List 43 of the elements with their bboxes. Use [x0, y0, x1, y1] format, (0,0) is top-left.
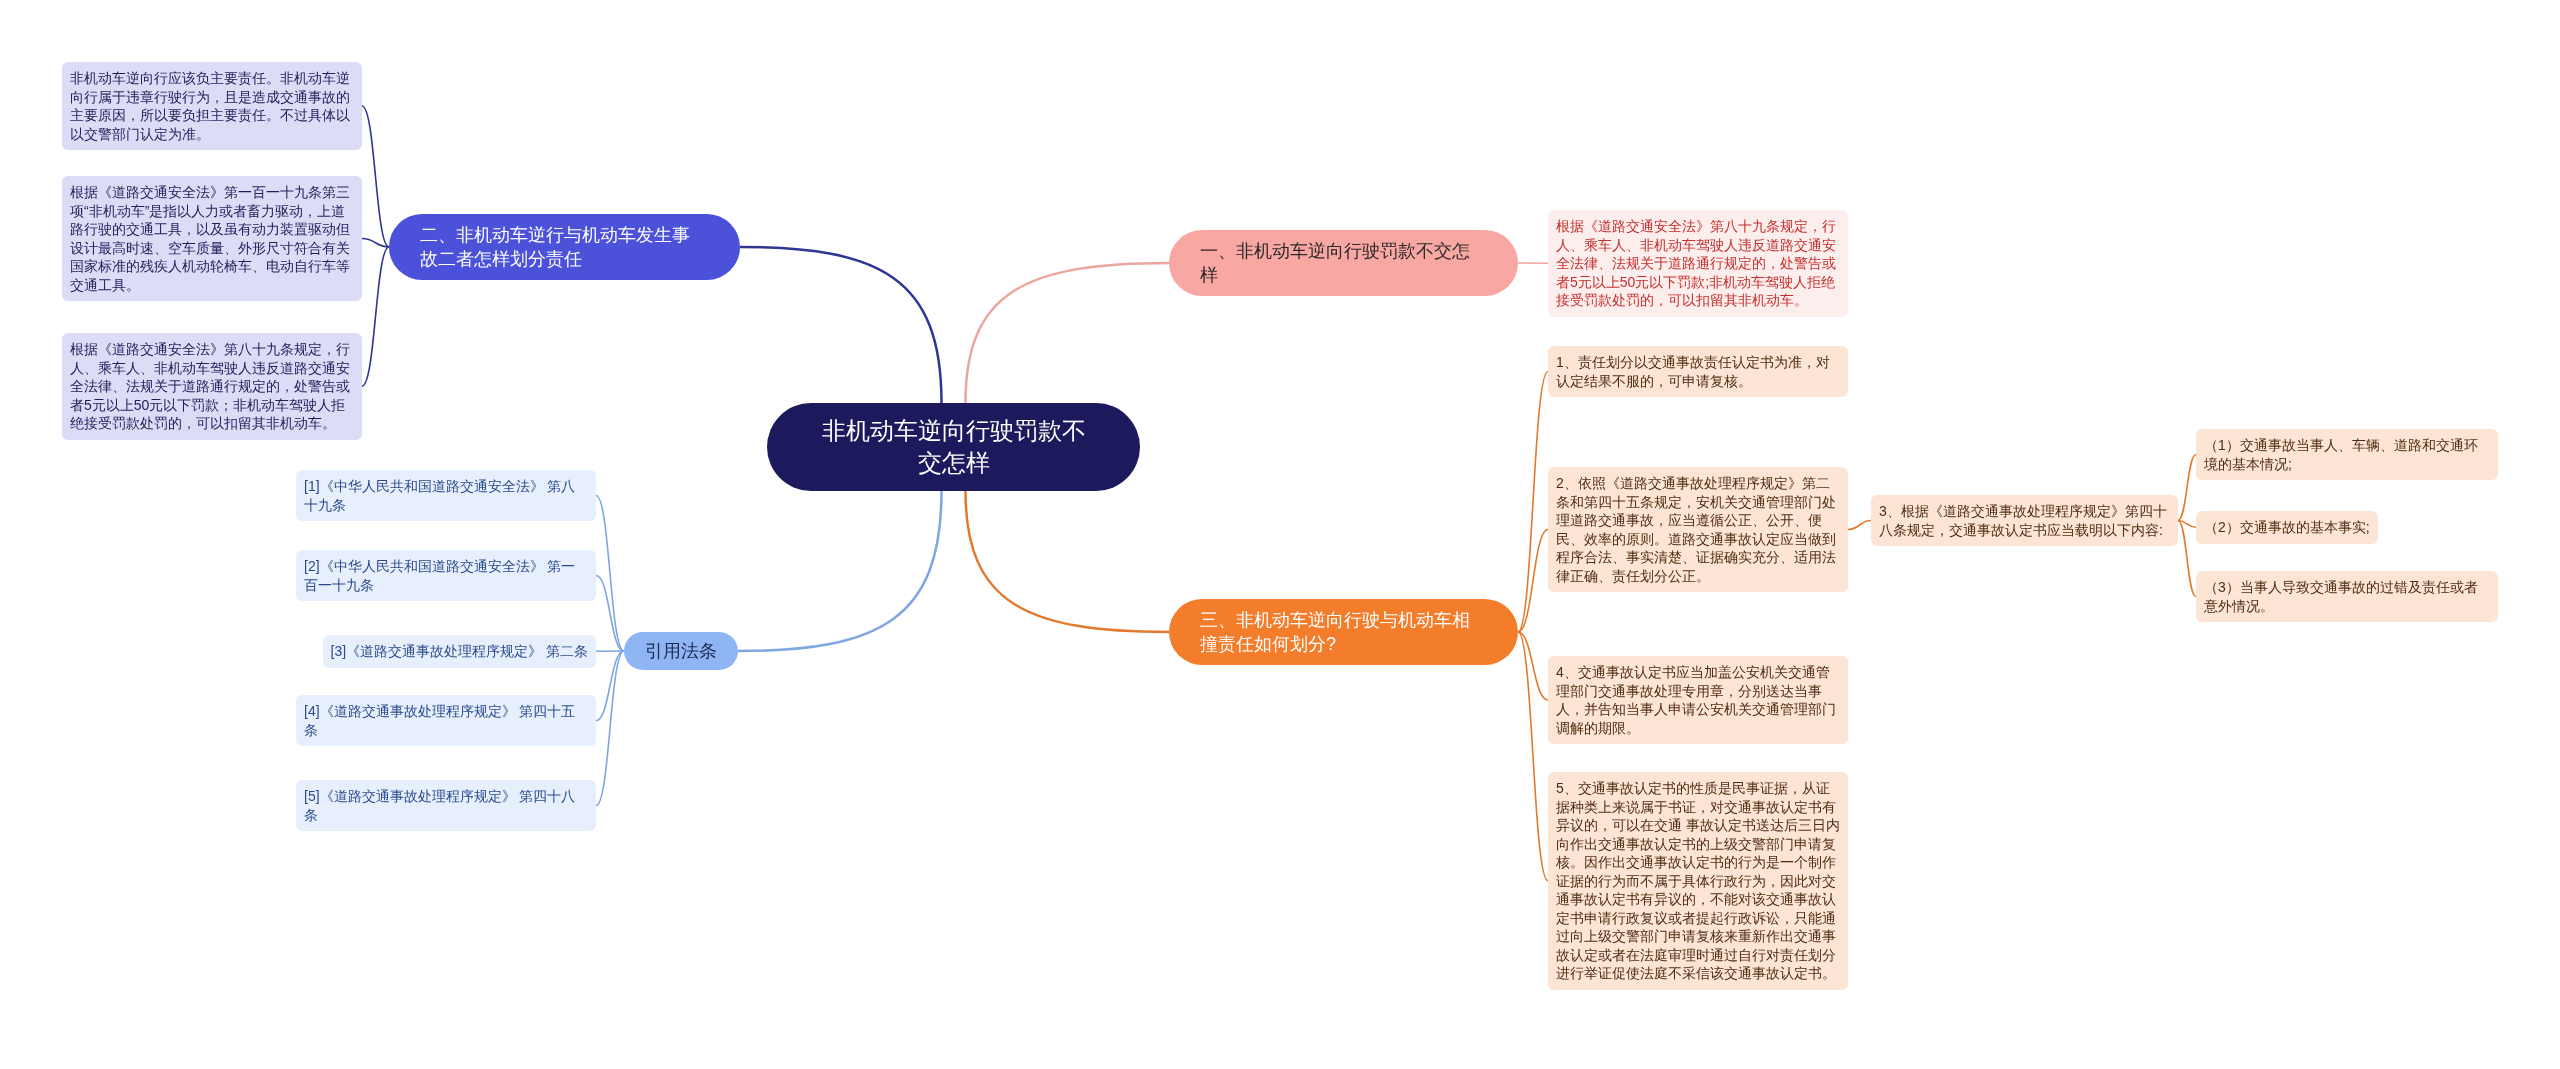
connector-line: [1517, 528, 1549, 633]
note-card: 4、交通事故认定书应当加盖公安机关交通管理部门交通事故处理专用章，分别送达当事人，并告知当事人申请公安机关交通管理部门调解的期限。: [1548, 656, 1848, 744]
note-card: （3）当事人导致交通事故的过错及责任或者意外情况。: [2196, 571, 2498, 622]
connector-line: [361, 237, 390, 248]
citation-card: [2]《中华人民共和国道路交通安全法》 第一百一十九条: [296, 550, 596, 601]
central-topic-pill: 非机动车逆向行驶罚款不交怎样: [767, 403, 1140, 491]
connector-line: [595, 494, 625, 652]
note-card: 5、交通事故认定书的性质是民事证据，从证据种类上来说属于书证，对交通事故认定书有异议的，可以在交通 事故认定书送达后三日内向作出交通事故认定书的上级交警部门申请复核。因作出交通事故认定书的行为是一个制作证据的行为而不属于具体行政行为，因此对交通事故认定书有异议的，不能对该交通事故认定书申请行政复议或者提起行政诉讼，只能通过向上级交警部门申请复核来重新作出交通事故认定或者在法庭审理时通过自行对责任划分进行举证促使法庭不采信该交通事故认定书。: [1548, 772, 1848, 990]
connector-line: [361, 105, 390, 248]
connector-line: [2177, 453, 2197, 522]
note-card: 根据《道路交通安全法》第八十九条规定，行人、乘车人、非机动车驾驶人违反道路交通安全法律、法规关于道路通行规定的，处警告或者5元以上50元以下罚款;非机动车驾驶人拒绝接受罚款处罚的，可以扣留其非机动车。: [1548, 210, 1848, 317]
citation-card: [4]《道路交通事故处理程序规定》 第四十五条: [296, 695, 596, 746]
connector-line: [1517, 631, 1549, 701]
branch-topic-pill: 二、非机动车逆行与机动车发生事故二者怎样划分责任: [389, 214, 740, 280]
note-card: 2、依照《道路交通事故处理程序规定》第二条和第四十五条规定，安机关交通管理部门处理道路交通事故，应当遵循公正、公开、便民、效率的原则。道路交通事故认定应当做到程序合法、事实清楚、证据确实充分、适用法律正确、责任划分公正。: [1548, 467, 1848, 592]
branch-topic-pill: 一、非机动车逆向行驶罚款不交怎样: [1169, 230, 1518, 296]
connector-line: [739, 245, 943, 404]
citation-card: [3]《道路交通事故处理程序规定》 第二条: [322, 635, 596, 668]
note-card: 根据《道路交通安全法》第八十九条规定，行人、乘车人、非机动车驾驶人违反道路交通安全法律、法规关于道路通行规定的，处警告或者5元以上50元以下罚款；非机动车驾驶人拒绝接受罚款处罚的，可以扣留其非机动车。: [62, 333, 362, 440]
note-card: （2）交通事故的基本事实;: [2196, 511, 2378, 544]
connector-line: [737, 490, 943, 653]
connector-line: [964, 490, 1170, 634]
connector-line: [964, 261, 1170, 404]
note-card: 根据《道路交通安全法》第一百一十九条第三项“非机动车”是指以人力或者畜力驱动，上道路行驶的交通工具，以及虽有动力装置驱动但设计最高时速、空车质量、外形尺寸符合有关国家标准的残疾人机动轮椅车、电动自行车等交通工具。: [62, 176, 362, 301]
branch-topic-pill: 三、非机动车逆向行驶与机动车相撞责任如何划分?: [1169, 599, 1518, 665]
connector-line: [361, 246, 390, 388]
connector-line: [1517, 370, 1549, 633]
connector-line: [595, 650, 625, 722]
branch-topic-pill: 引用法条: [624, 632, 738, 670]
connector-line: [1517, 262, 1549, 265]
connector-line: [595, 650, 625, 653]
connector-line: [2177, 519, 2197, 529]
citation-card: [1]《中华人民共和国道路交通安全法》 第八十九条: [296, 470, 596, 521]
note-card: 1、责任划分以交通事故责任认定书为准，对认定结果不服的，可申请复核。: [1548, 346, 1848, 397]
connector-line: [595, 574, 625, 652]
note-card: （1）交通事故当事人、车辆、道路和交通环境的基本情况;: [2196, 429, 2498, 480]
note-card: 非机动车逆向行应该负主要责任。非机动车逆向行属于违章行驶行为，且是造成交通事故的主要原因，所以要负担主要责任。不过具体以以交警部门认定为准。: [62, 62, 362, 150]
citation-card: [5]《道路交通事故处理程序规定》 第四十八条: [296, 780, 596, 831]
connector-line: [2177, 519, 2197, 598]
connector-line: [1517, 631, 1549, 882]
connector-line: [595, 650, 625, 807]
note-card: 3、根据《道路交通事故处理程序规定》第四十八条规定，交通事故认定书应当载明以下内容:: [1871, 495, 2178, 546]
connector-line: [1847, 519, 1872, 531]
